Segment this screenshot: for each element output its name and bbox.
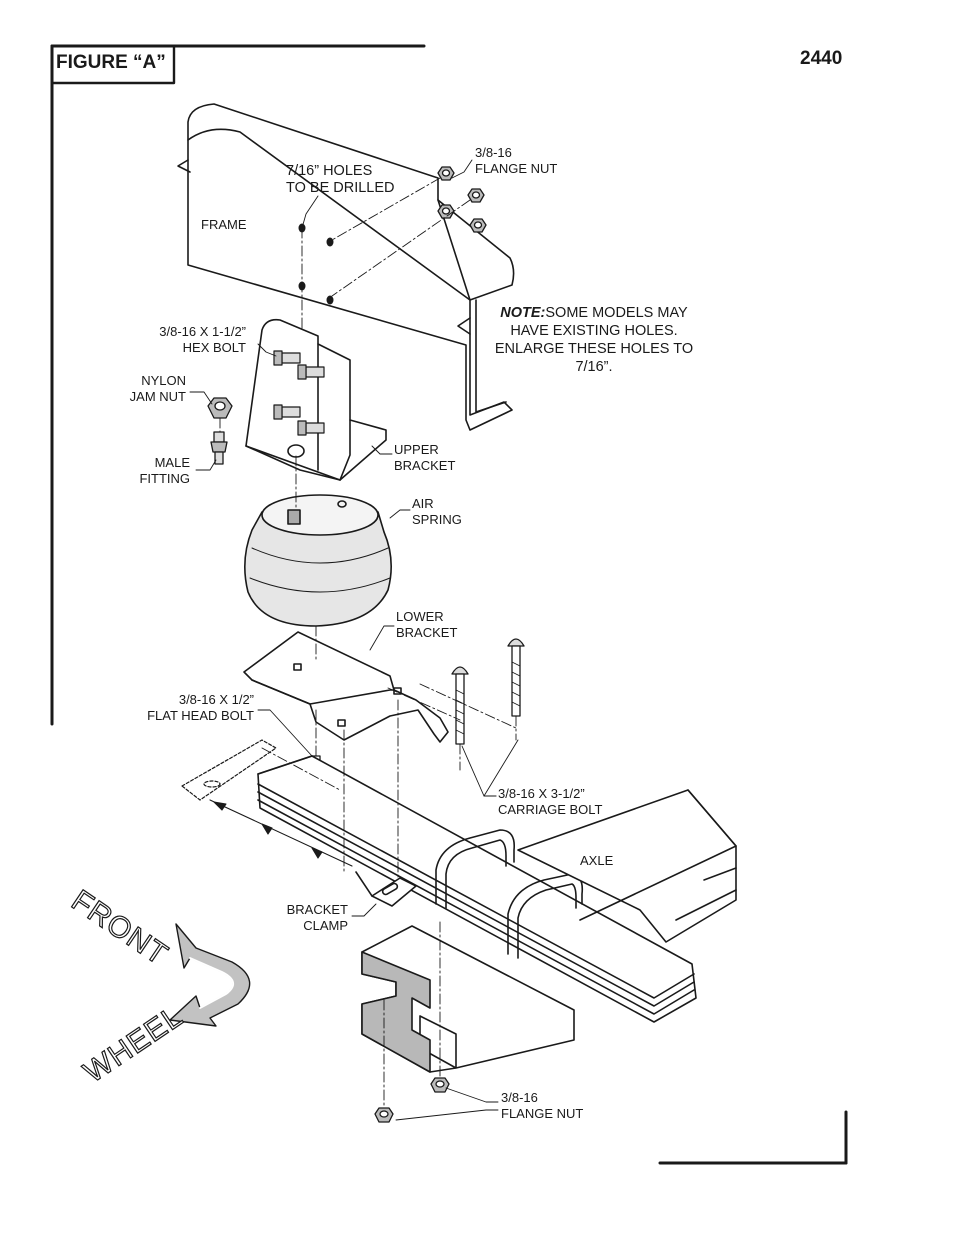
axle-housing (361, 925, 575, 1073)
hex-bolt-line1: 3/8-16 X 1-1/2” (159, 324, 246, 339)
axle-label: AXLE (580, 853, 614, 868)
hex-bolt-label: 3/8-16 X 1-1/2” HEX BOLT (150, 324, 246, 356)
flange-nut-bottom-line2: FLANGE NUT (501, 1106, 584, 1121)
male-fitting-label: MALE FITTING (120, 455, 190, 487)
male-line1: MALE (154, 455, 190, 470)
position-arrow (209, 799, 353, 867)
clamp-line1: BRACKET (286, 902, 348, 917)
alignment-lines (219, 177, 517, 1109)
direction-arrow-icon (169, 923, 251, 1027)
nylon-line1: NYLON (141, 373, 186, 388)
carriage-bolt-label: 3/8-16 X 3-1/2” CARRIAGE BOLT (498, 786, 603, 818)
carriage-bolts (451, 638, 525, 745)
flange-nut-top-label: 3/8-16 FLANGE NUT (475, 145, 557, 177)
carriage-line1: 3/8-16 X 3-1/2” (498, 786, 585, 801)
clamp-plate-ghost (181, 739, 277, 801)
flange-nut-top-line2: FLANGE NUT (475, 161, 558, 176)
holes-label-line2: TO BE DRILLED (286, 180, 395, 196)
frame-label: FRAME (201, 217, 247, 232)
air-line2: SPRING (412, 512, 462, 527)
male-fitting (210, 431, 228, 465)
air-spring-label: AIR SPRING (412, 496, 462, 528)
note-text: NOTE:SOME MODELS MAY HAVE EXISTING HOLES… (492, 304, 696, 376)
nylon-line2: JAM NUT (129, 389, 186, 404)
flange-nut-bottom-line1: 3/8-16 (501, 1090, 538, 1105)
nylon-jam-nut-label: NYLON JAM NUT (120, 373, 186, 405)
flange-nut-top-line1: 3/8-16 (475, 145, 512, 160)
lower-bracket (243, 631, 449, 743)
u-bolts (435, 829, 584, 959)
figure-label-box (50, 44, 176, 85)
hex-bolts (273, 350, 325, 436)
carriage-line2: CARRIAGE BOLT (498, 802, 603, 817)
note-body: SOME MODELS MAY HAVE EXISTING HOLES. ENL… (494, 305, 694, 375)
flange-nut-bottom-label: 3/8-16 FLANGE NUT (501, 1090, 583, 1122)
bracket-clamp (355, 871, 417, 907)
air-spring (244, 494, 392, 627)
axle (517, 789, 737, 943)
leader-lines (189, 159, 519, 1121)
flat-head-bolt-label: 3/8-16 X 1/2” FLAT HEAD BOLT (140, 692, 254, 724)
upper-bracket-label: UPPER BRACKET (394, 442, 455, 474)
part-number: 2440 (800, 48, 843, 69)
bracket-clamp-label: BRACKET CLAMP (276, 902, 348, 934)
top-flange-nuts (437, 166, 487, 233)
upper-line1: UPPER (394, 442, 439, 457)
upper-bracket (245, 318, 387, 481)
nylon-jam-nut (207, 397, 233, 419)
upper-line2: BRACKET (394, 458, 456, 473)
hex-bolt-line2: HEX BOLT (182, 340, 246, 355)
air-line1: AIR (412, 496, 434, 511)
flat-line2: FLAT HEAD BOLT (147, 708, 254, 723)
flat-line1: 3/8-16 X 1/2” (178, 692, 254, 707)
bottom-flange-nuts (374, 1077, 450, 1123)
note-lead: NOTE: (500, 305, 546, 321)
male-line2: FITTING (139, 471, 190, 486)
frame-rail (177, 103, 515, 431)
lower-bracket-label: LOWER BRACKET (396, 609, 457, 641)
figure-label: FIGURE “A” (56, 52, 166, 73)
lower-line1: LOWER (396, 609, 444, 624)
lower-line2: BRACKET (396, 625, 458, 640)
holes-label-line1: 7/16” HOLES (286, 163, 373, 179)
holes-label: 7/16” HOLES TO BE DRILLED (286, 163, 395, 197)
clamp-line2: CLAMP (303, 918, 348, 933)
